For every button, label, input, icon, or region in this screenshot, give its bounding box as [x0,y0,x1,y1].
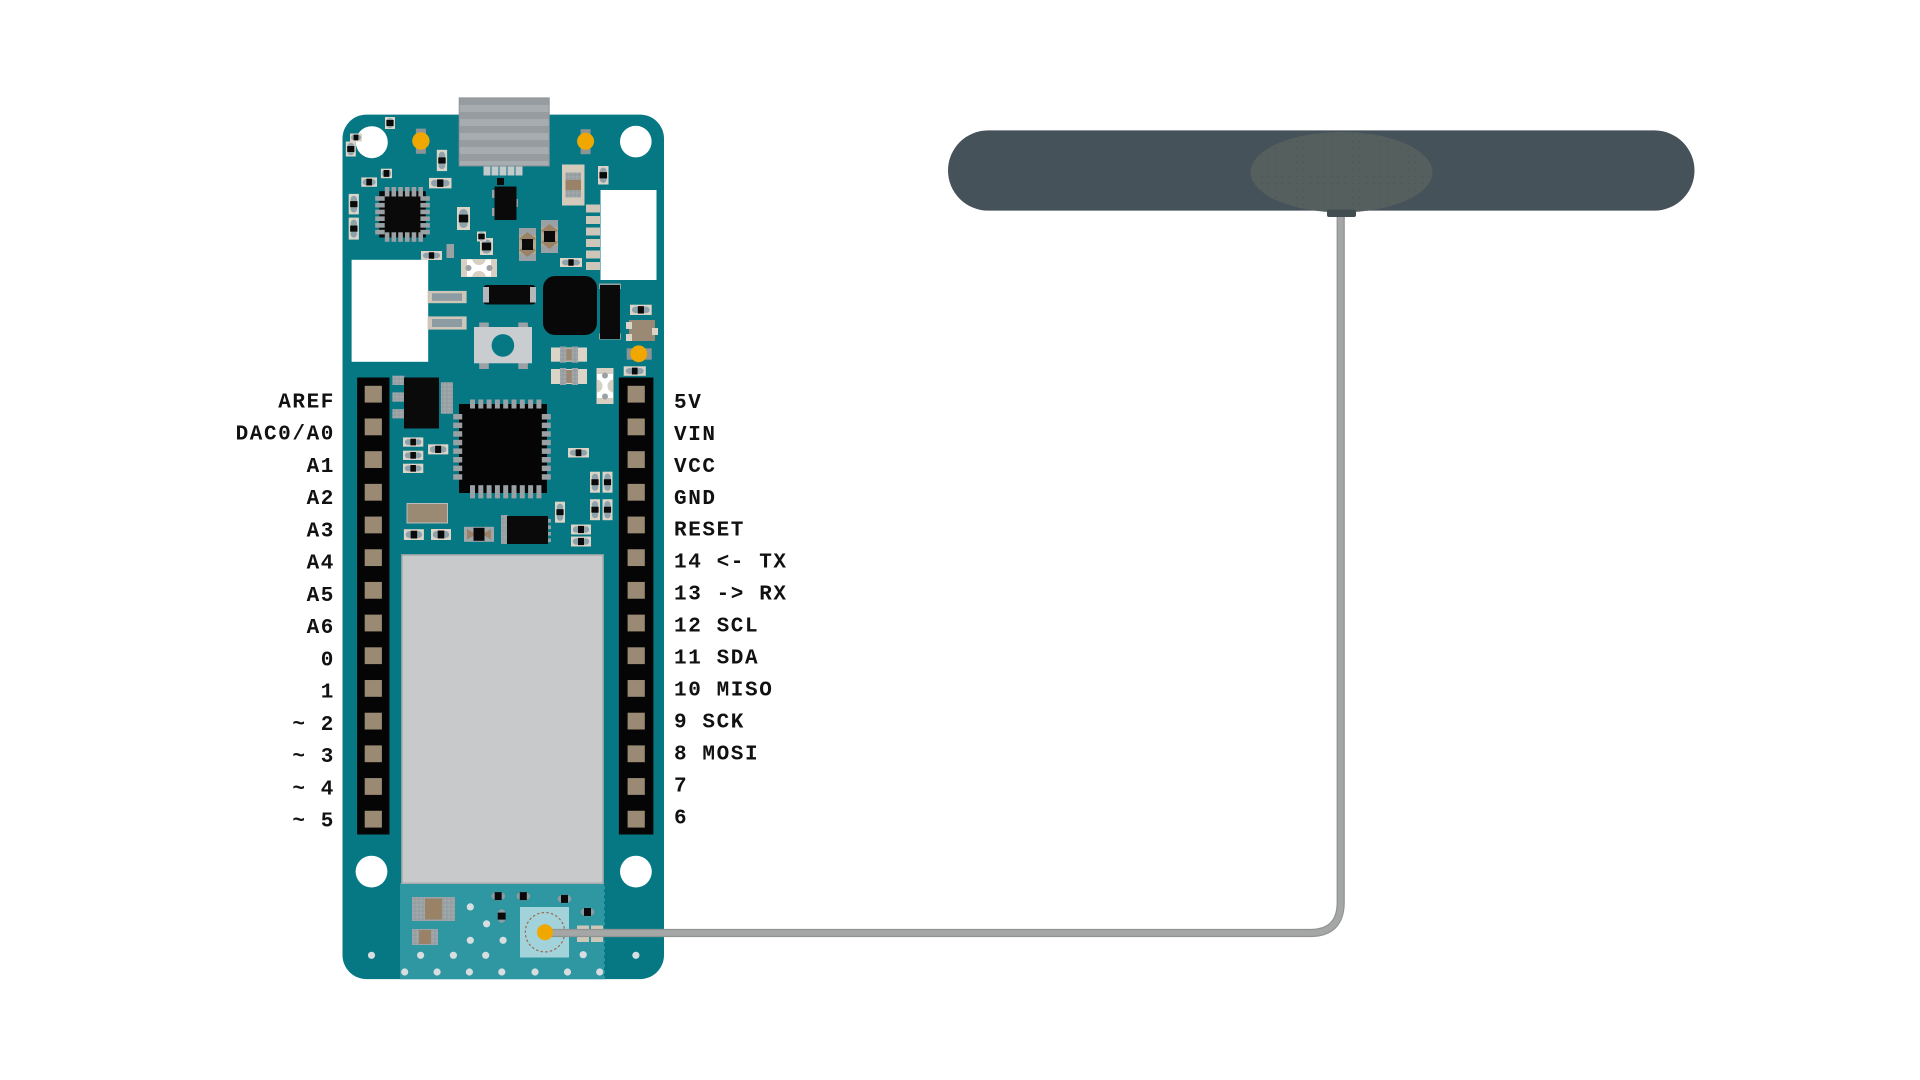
svg-text:13 -> RX: 13 -> RX [674,584,788,607]
svg-text:1: 1 [321,682,335,705]
svg-text:10 MISO: 10 MISO [674,680,773,703]
svg-text:A3: A3 [307,520,335,543]
svg-text:8 MOSI: 8 MOSI [674,743,759,766]
svg-text:~ 5: ~ 5 [292,811,335,834]
svg-text:14 <- TX: 14 <- TX [674,552,788,575]
svg-text:GND: GND [674,488,717,511]
svg-text:A6: A6 [307,617,335,640]
svg-text:A1: A1 [307,456,335,479]
svg-text:DAC0/A0: DAC0/A0 [236,424,335,447]
svg-text:7: 7 [674,775,688,798]
svg-text:~ 4: ~ 4 [292,778,335,801]
svg-text:VIN: VIN [674,424,717,447]
svg-text:12 SCL: 12 SCL [674,616,759,639]
svg-text:VCC: VCC [674,456,717,479]
svg-text:11 SDA: 11 SDA [674,648,759,671]
svg-text:A4: A4 [307,553,335,576]
svg-text:AREF: AREF [278,391,335,414]
svg-text:A5: A5 [307,585,335,608]
svg-text:RESET: RESET [674,520,745,543]
svg-text:~ 2: ~ 2 [292,714,335,737]
svg-text:6: 6 [674,807,688,830]
svg-text:A2: A2 [307,488,335,511]
svg-text:0: 0 [321,649,335,672]
svg-text:9 SCK: 9 SCK [674,712,745,735]
svg-text:5V: 5V [674,392,702,415]
svg-text:~ 3: ~ 3 [292,746,335,769]
